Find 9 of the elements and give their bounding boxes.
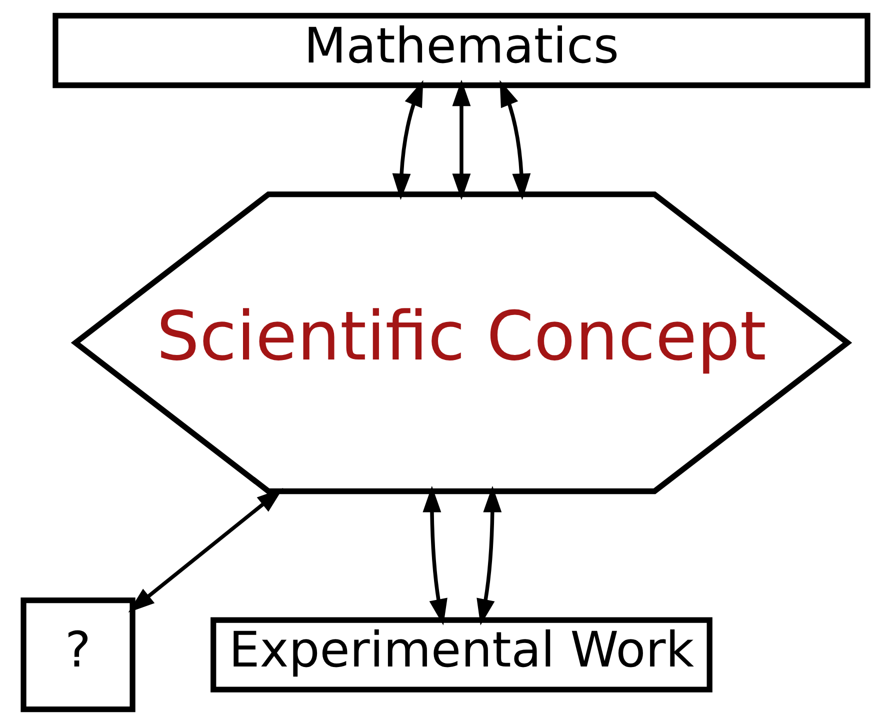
arrow	[392, 80, 424, 200]
arrow	[500, 80, 531, 200]
arrow	[452, 80, 471, 200]
node-box: Experimental Work	[210, 617, 712, 692]
node-box: Mathematics	[52, 12, 870, 88]
arrow	[422, 486, 448, 626]
node-box: ?	[20, 597, 136, 712]
arrow	[128, 488, 284, 612]
arrow	[476, 486, 502, 626]
